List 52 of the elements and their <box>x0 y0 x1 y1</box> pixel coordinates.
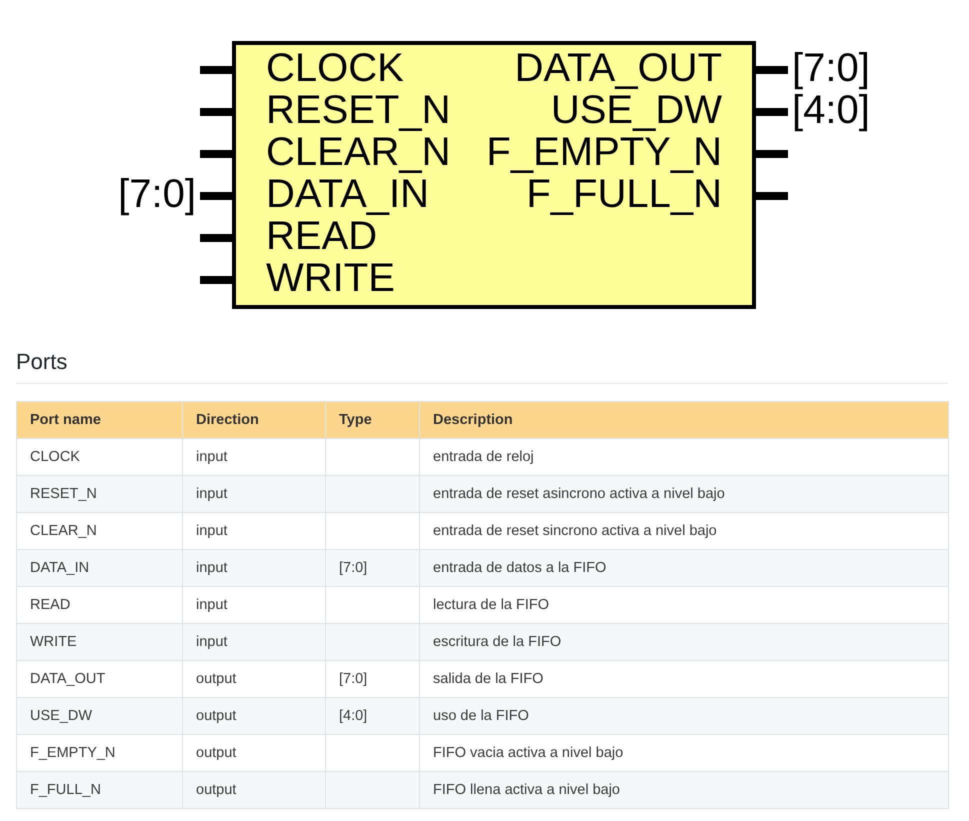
port-name-text: F_EMPTY_N <box>30 745 116 761</box>
description-text: entrada de reset asincrono activa a nivel bajo <box>433 486 725 502</box>
port-name-text: WRITE <box>30 634 77 650</box>
description-text: escritura de la FIFO <box>433 634 562 650</box>
port-name: DATA_IN <box>266 173 429 215</box>
bus-width-label: [7:0] <box>792 47 870 89</box>
port-name-text: READ <box>30 597 70 613</box>
column-header: Type <box>339 412 372 428</box>
direction-text: input <box>196 486 228 502</box>
port-name-text: F_FULL_N <box>30 782 101 798</box>
port-name-text: USE_DW <box>30 708 92 724</box>
description-text: entrada de datos a la FIFO <box>433 560 606 576</box>
direction-text: output <box>196 782 236 798</box>
port-name-text: CLOCK <box>30 449 80 465</box>
port-name: DATA_OUT <box>514 47 722 89</box>
direction-text: output <box>196 708 236 724</box>
port-name-text: DATA_OUT <box>30 671 106 687</box>
direction-text: input <box>196 597 228 613</box>
port-name: CLOCK <box>266 47 404 89</box>
description-text: lectura de la FIFO <box>433 597 550 613</box>
port-name-text: CLEAR_N <box>30 523 97 539</box>
port-name: READ <box>266 215 378 257</box>
port-name-text: DATA_IN <box>30 560 90 576</box>
column-header: Description <box>433 412 513 428</box>
port-name: F_EMPTY_N <box>486 131 722 173</box>
direction-text: input <box>196 634 228 650</box>
port-name: F_FULL_N <box>526 173 722 215</box>
port-name: CLEAR_N <box>266 131 451 173</box>
direction-text: input <box>196 560 228 576</box>
component-block <box>232 41 756 309</box>
direction-text: input <box>196 523 228 539</box>
column-header: Port name <box>30 412 101 428</box>
bus-width-label: [4:0] <box>792 89 870 131</box>
column-header: Direction <box>196 412 259 428</box>
port-name-text: RESET_N <box>30 486 97 502</box>
port-name: RESET_N <box>266 89 450 131</box>
description-text: entrada de reloj <box>433 449 534 465</box>
bus-width-label: [7:0] <box>118 173 196 215</box>
description-text: uso de la FIFO <box>433 708 529 724</box>
description-text: FIFO llena activa a nivel bajo <box>433 782 620 798</box>
description-text: entrada de reset sincrono activa a nivel bajo <box>433 523 717 539</box>
direction-text: output <box>196 671 236 687</box>
direction-text: output <box>196 745 236 761</box>
bus-range-text: [7:0] <box>339 671 368 687</box>
description-text: salida de la FIFO <box>433 671 544 687</box>
bus-range-text: [4:0] <box>339 708 368 724</box>
bus-range-text: [7:0] <box>339 560 368 576</box>
direction-text: input <box>196 449 228 465</box>
port-name: USE_DW <box>550 89 722 131</box>
description-text: FIFO vacia activa a nivel bajo <box>433 745 624 761</box>
port-name: WRITE <box>266 257 395 299</box>
section-heading: Ports <box>16 348 68 376</box>
